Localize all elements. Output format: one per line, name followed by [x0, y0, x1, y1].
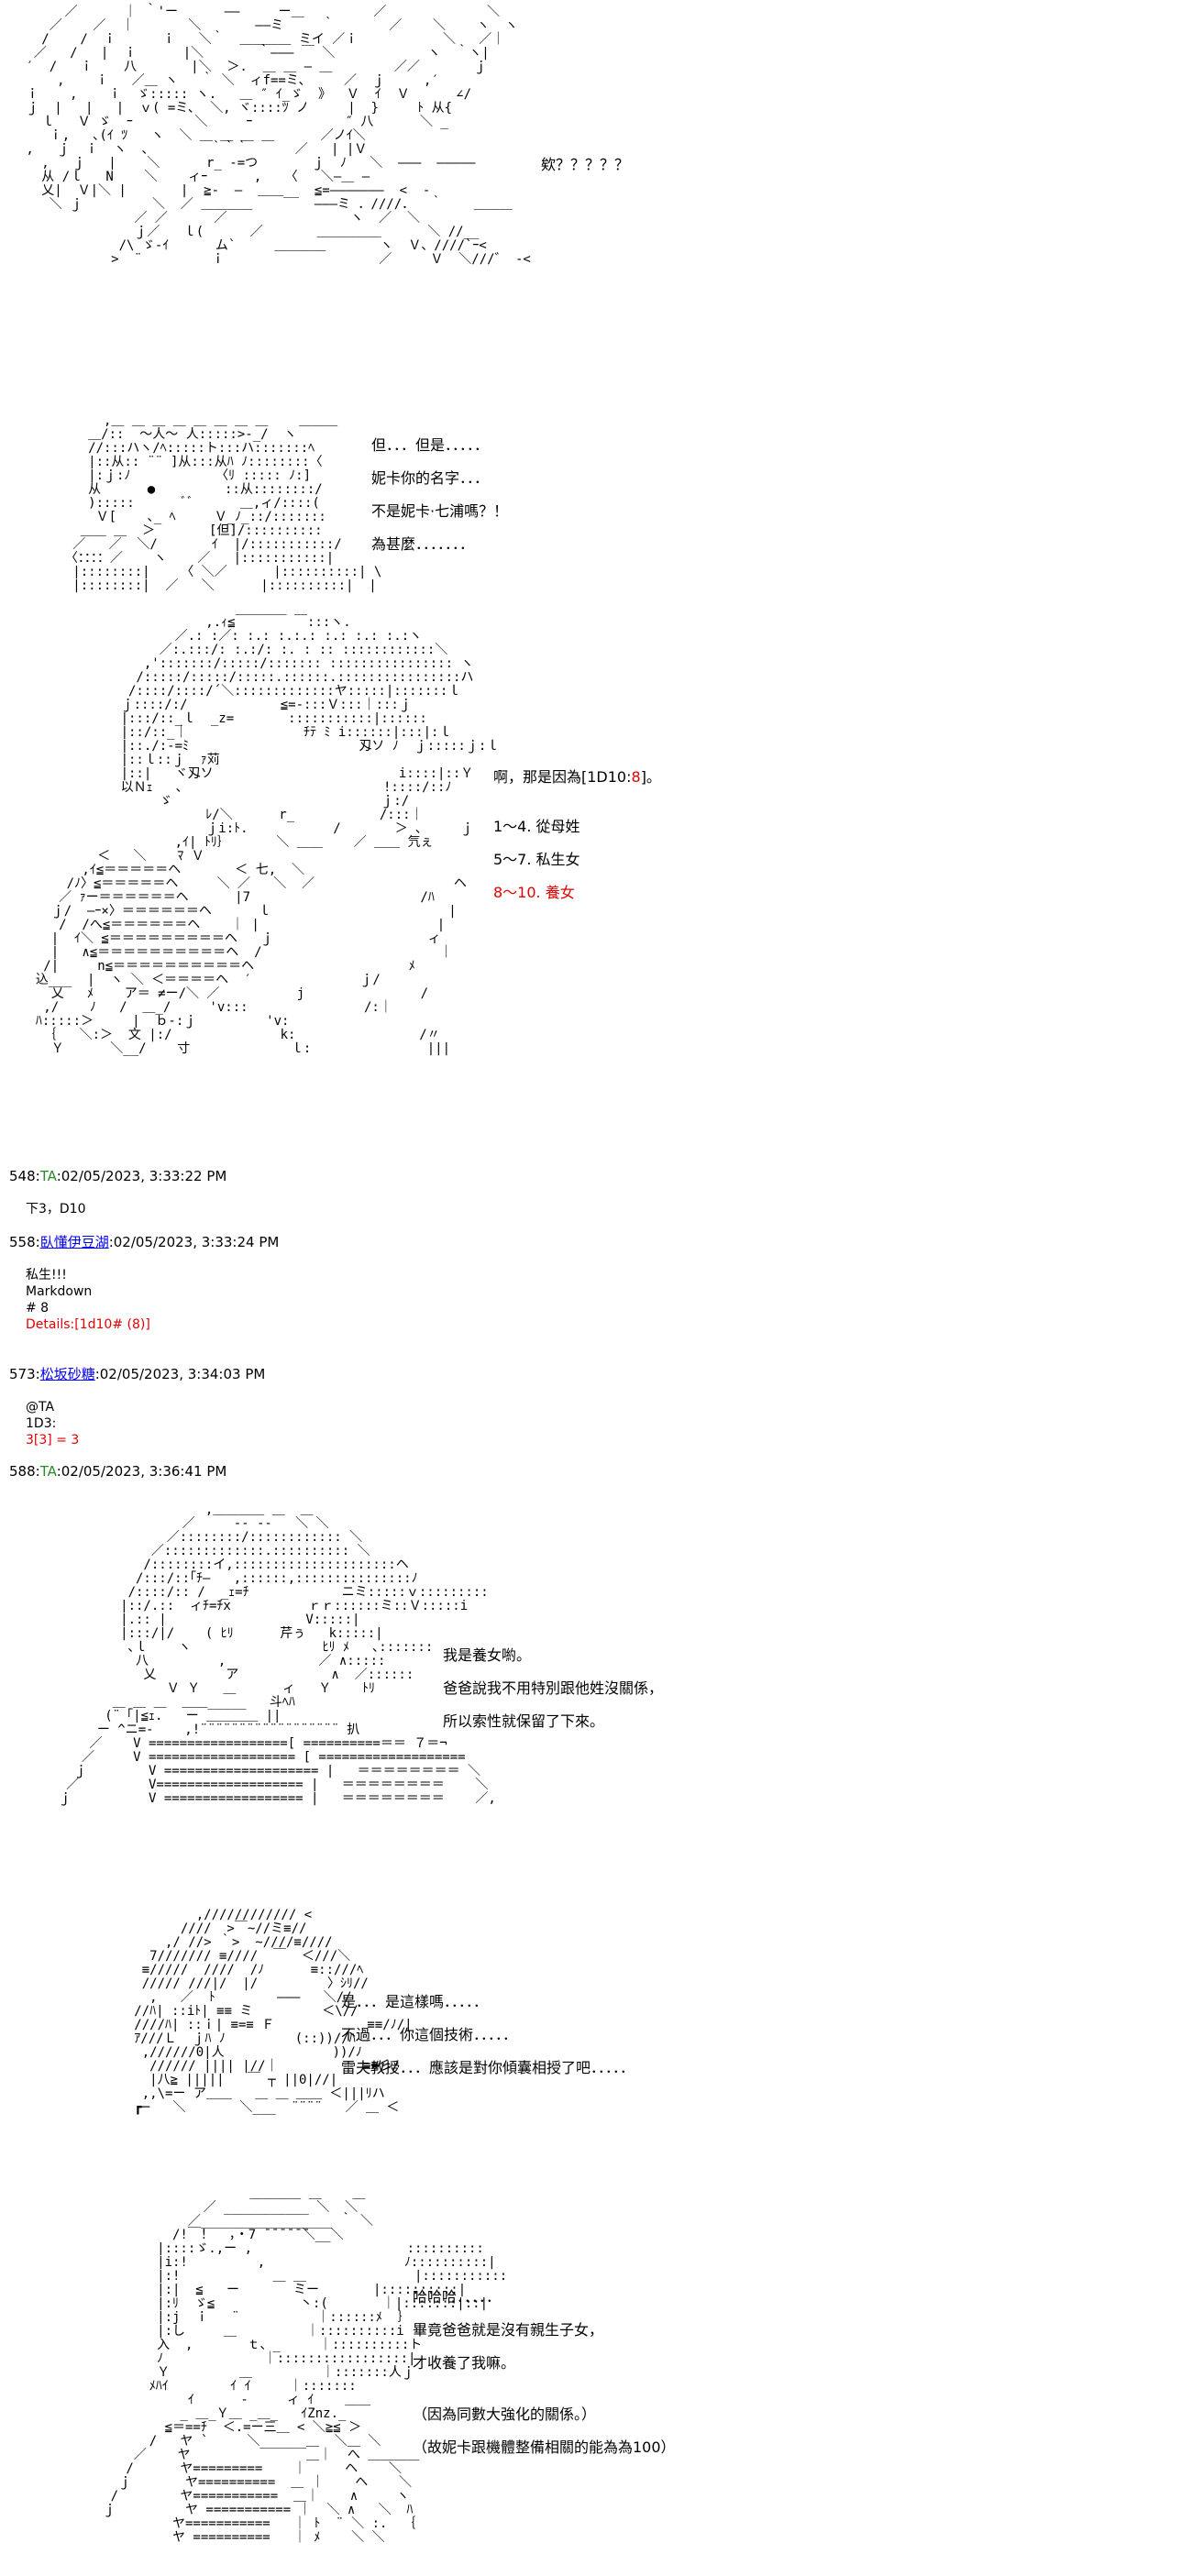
dialog-line: 我是養女喲。	[443, 1646, 532, 1664]
post-body: 私生!!! Markdown # 8 Details:[1d10# (8)]	[26, 1267, 150, 1333]
poster-name-link[interactable]: 臥懂伊豆湖	[39, 1234, 109, 1250]
post-timestamp: :02/05/2023, 3:36:41 PM	[56, 1463, 227, 1480]
dialog-line: 才收養了我嘛。	[413, 2354, 516, 2372]
poster-name: TA	[39, 1463, 57, 1480]
post-line: 私生!!!	[26, 1268, 67, 1282]
dialog-line: 是．．．是這樣嗎．．．．．	[341, 1993, 489, 2010]
ascii-art-scene3: ,.ｨ≦￣￣￣￣ ￣:::ヽ. ／.: :／: :.: :.:.: :.: :.…	[35, 615, 500, 1056]
scene4-dialog: 我是養女喲。 爸爸說我不用特別跟他姓沒關係， 所以索性就保留了下來。	[443, 1639, 663, 1738]
speech-text: 欸？？？？？	[541, 156, 630, 173]
ascii-art-scene1: ／ ｜ ｀'ー ―― ー＿ ／ ＼ ／ ／ ｜ ＼ ――ミ ｀ ／ ＼ ヽ ヽ …	[26, 5, 531, 267]
post-line: 下3，D10	[26, 1202, 86, 1216]
dialog-line: 哈哈哈．．．．．	[413, 2288, 502, 2306]
option-line-selected: 8～10. 養女	[493, 884, 575, 901]
dialog-line: 妮卡你的名字．．．	[371, 469, 490, 487]
scene2-dialog: 但．．．但是．．．．． 妮卡你的名字．．． 不是妮卡·七浦嗎？！ 為甚麼．．．．…	[371, 429, 508, 561]
dialog-line: （故妮卡跟機體整備相關的能為為100）	[413, 2438, 676, 2456]
dialog-spacer	[413, 2380, 676, 2398]
option-line: 5～7. 私生女	[493, 851, 580, 868]
post-header: 558:臥懂伊豆湖:02/05/2023, 3:33:24 PM	[9, 1232, 279, 1251]
dialog-line: （因為同數大強化的關係。）	[413, 2405, 597, 2423]
post-timestamp: :02/05/2023, 3:33:22 PM	[56, 1168, 227, 1184]
option-line: 1～4. 從母姓	[493, 818, 580, 835]
scene5-dialog: 是．．．是這樣嗎．．．．． 不過．．．你這個技術．．．．． 雷夫教授．．．應該是…	[341, 1986, 635, 2085]
dialog-line: 爸爸說我不用特別跟他姓沒關係，	[443, 1679, 664, 1697]
dice-roll-line: 啊，那是因為[1D10:8]。	[493, 761, 661, 794]
ascii-art-scene6: ＿＿＿＿ ＿ ＿ ／ ___________ ＼ ＼ ／____________…	[103, 2186, 508, 2545]
ascii-art-scene4: ,＿＿＿＿ ＿ ＿ ／ ‐‐ ‐‐ ＼ ＼ ／::::::::/::::::::…	[58, 1503, 496, 1806]
post-header: 548:TA:02/05/2023, 3:33:22 PM	[9, 1168, 226, 1184]
post-header: 573:松坂砂糖:02/05/2023, 3:34:03 PM	[9, 1364, 265, 1383]
post-line: @TA	[26, 1400, 55, 1415]
post-body: 下3，D10	[26, 1201, 86, 1217]
dialog-line: 為甚麼．．．．．．．	[371, 535, 475, 553]
post-number: 548:	[9, 1168, 40, 1184]
dialog-line: 但．．．但是．．．．．	[371, 436, 490, 454]
scene3-dialog: 啊，那是因為[1D10:8]。 1～4. 從母姓 5～7. 私生女 8～10. …	[493, 761, 661, 909]
post-number: 588:	[9, 1463, 40, 1480]
post-line-dice: 3[3] = 3	[26, 1433, 80, 1448]
post-timestamp: :02/05/2023, 3:34:03 PM	[94, 1366, 266, 1382]
ascii-art-scene2: ,＿ ＿ ＿ ＿ ＿ ＿ ＿ ＿ ＿＿＿ ＿/:: 〜人〜 人:::::>-_/…	[64, 413, 382, 593]
scene6-dialog: 哈哈哈．．．．． 畢竟爸爸就是沒有親生子女， 才收養了我嘛。 （因為同數大強化的…	[413, 2281, 676, 2464]
poster-name: TA	[39, 1168, 57, 1184]
post-body: @TA 1D3: 3[3] = 3	[26, 1399, 79, 1448]
dialog-line: 畢竟爸爸就是沒有親生子女，	[413, 2321, 604, 2339]
dice-prefix: 啊，那是因為[1D10:	[493, 768, 632, 786]
post-number: 558:	[9, 1234, 40, 1250]
post-line-dice: Details:[1d10# (8)]	[26, 1317, 150, 1332]
post-header: 588:TA:02/05/2023, 3:36:41 PM	[9, 1463, 226, 1480]
post-timestamp: :02/05/2023, 3:33:24 PM	[108, 1234, 280, 1250]
dialog-line: 雷夫教授．．．應該是對你傾囊相授了吧．．．．．	[341, 2059, 635, 2076]
dialog-line: 不是妮卡·七浦嗎？！	[371, 502, 509, 520]
poster-name-link[interactable]: 松坂砂糖	[39, 1366, 95, 1382]
scene1-dialog: 欸？？？？？	[541, 149, 629, 182]
post-line: Markdown	[26, 1284, 93, 1299]
post-line: # 8	[26, 1301, 50, 1316]
dice-suffix: ]。	[640, 768, 661, 786]
post-line: 1D3:	[26, 1416, 57, 1431]
post-number: 573:	[9, 1366, 40, 1382]
ascii-art-scene5: ,//////////// < //// >￣~//ミ≡// ,/ //> ｀>…	[134, 1908, 413, 2115]
dialog-line: 所以索性就保留了下來。	[443, 1712, 605, 1730]
dialog-line: 不過．．．你這個技術．．．．．	[341, 2026, 518, 2043]
dice-result: 8	[631, 768, 641, 786]
